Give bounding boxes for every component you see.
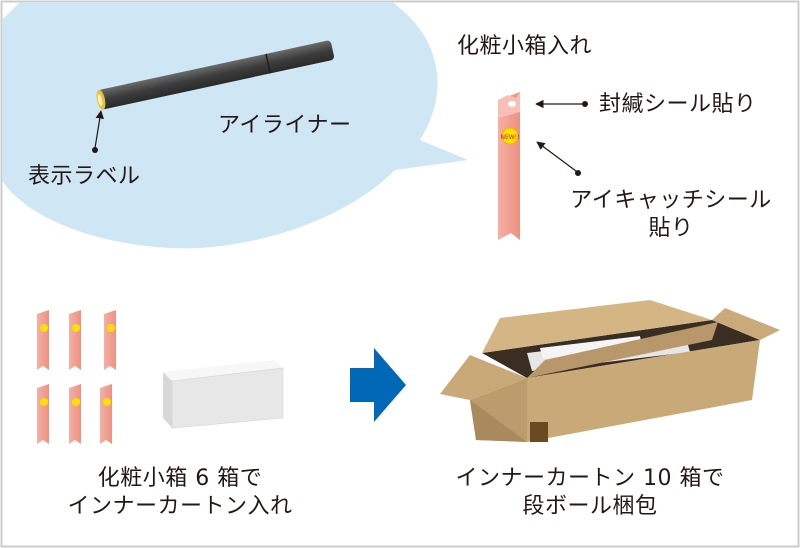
- step1-caption: 化粧小箱 6 箱で インナーカートン入れ: [30, 465, 330, 520]
- display-label-arrow: [94, 110, 104, 149]
- eye-catch-label-line2: 貼り: [648, 215, 694, 241]
- step2-caption: インナーカートン 10 箱で 段ボール梱包: [425, 465, 755, 520]
- inner-carton: [163, 360, 284, 429]
- cardboard-box: [440, 300, 780, 442]
- seal-dot: [582, 101, 588, 107]
- small-box-label: 化粧小箱入れ: [457, 34, 593, 59]
- seal-label: 封緘シール貼り: [599, 92, 757, 117]
- speech-bubble: [2, 2, 468, 249]
- display-label-dot: [92, 147, 98, 153]
- step1-caption-line1: 化粧小箱 6 箱で: [97, 466, 263, 491]
- eyeliner-pen: [96, 40, 334, 110]
- step2-caption-line1: インナーカートン 10 箱で: [455, 466, 725, 491]
- step1-caption-line2: インナーカートン入れ: [67, 493, 293, 519]
- cosmetic-box-large: NEW!!: [498, 92, 520, 240]
- six-cosmetic-boxes: [37, 310, 116, 444]
- process-arrow: [350, 348, 406, 422]
- sticker-text: NEW!!: [500, 134, 519, 141]
- eyeliner-label: アイライナー: [218, 113, 352, 138]
- eye-catch-arrow: [536, 141, 577, 172]
- display-label-label: 表示ラベル: [28, 164, 141, 189]
- eye-catch-label-line1: アイキャッチシール: [570, 188, 772, 213]
- eye-catch-dot: [575, 170, 581, 176]
- step2-caption-line2: 段ボール梱包: [522, 493, 658, 519]
- eye-catch-label: アイキャッチシール 貼り: [555, 187, 787, 242]
